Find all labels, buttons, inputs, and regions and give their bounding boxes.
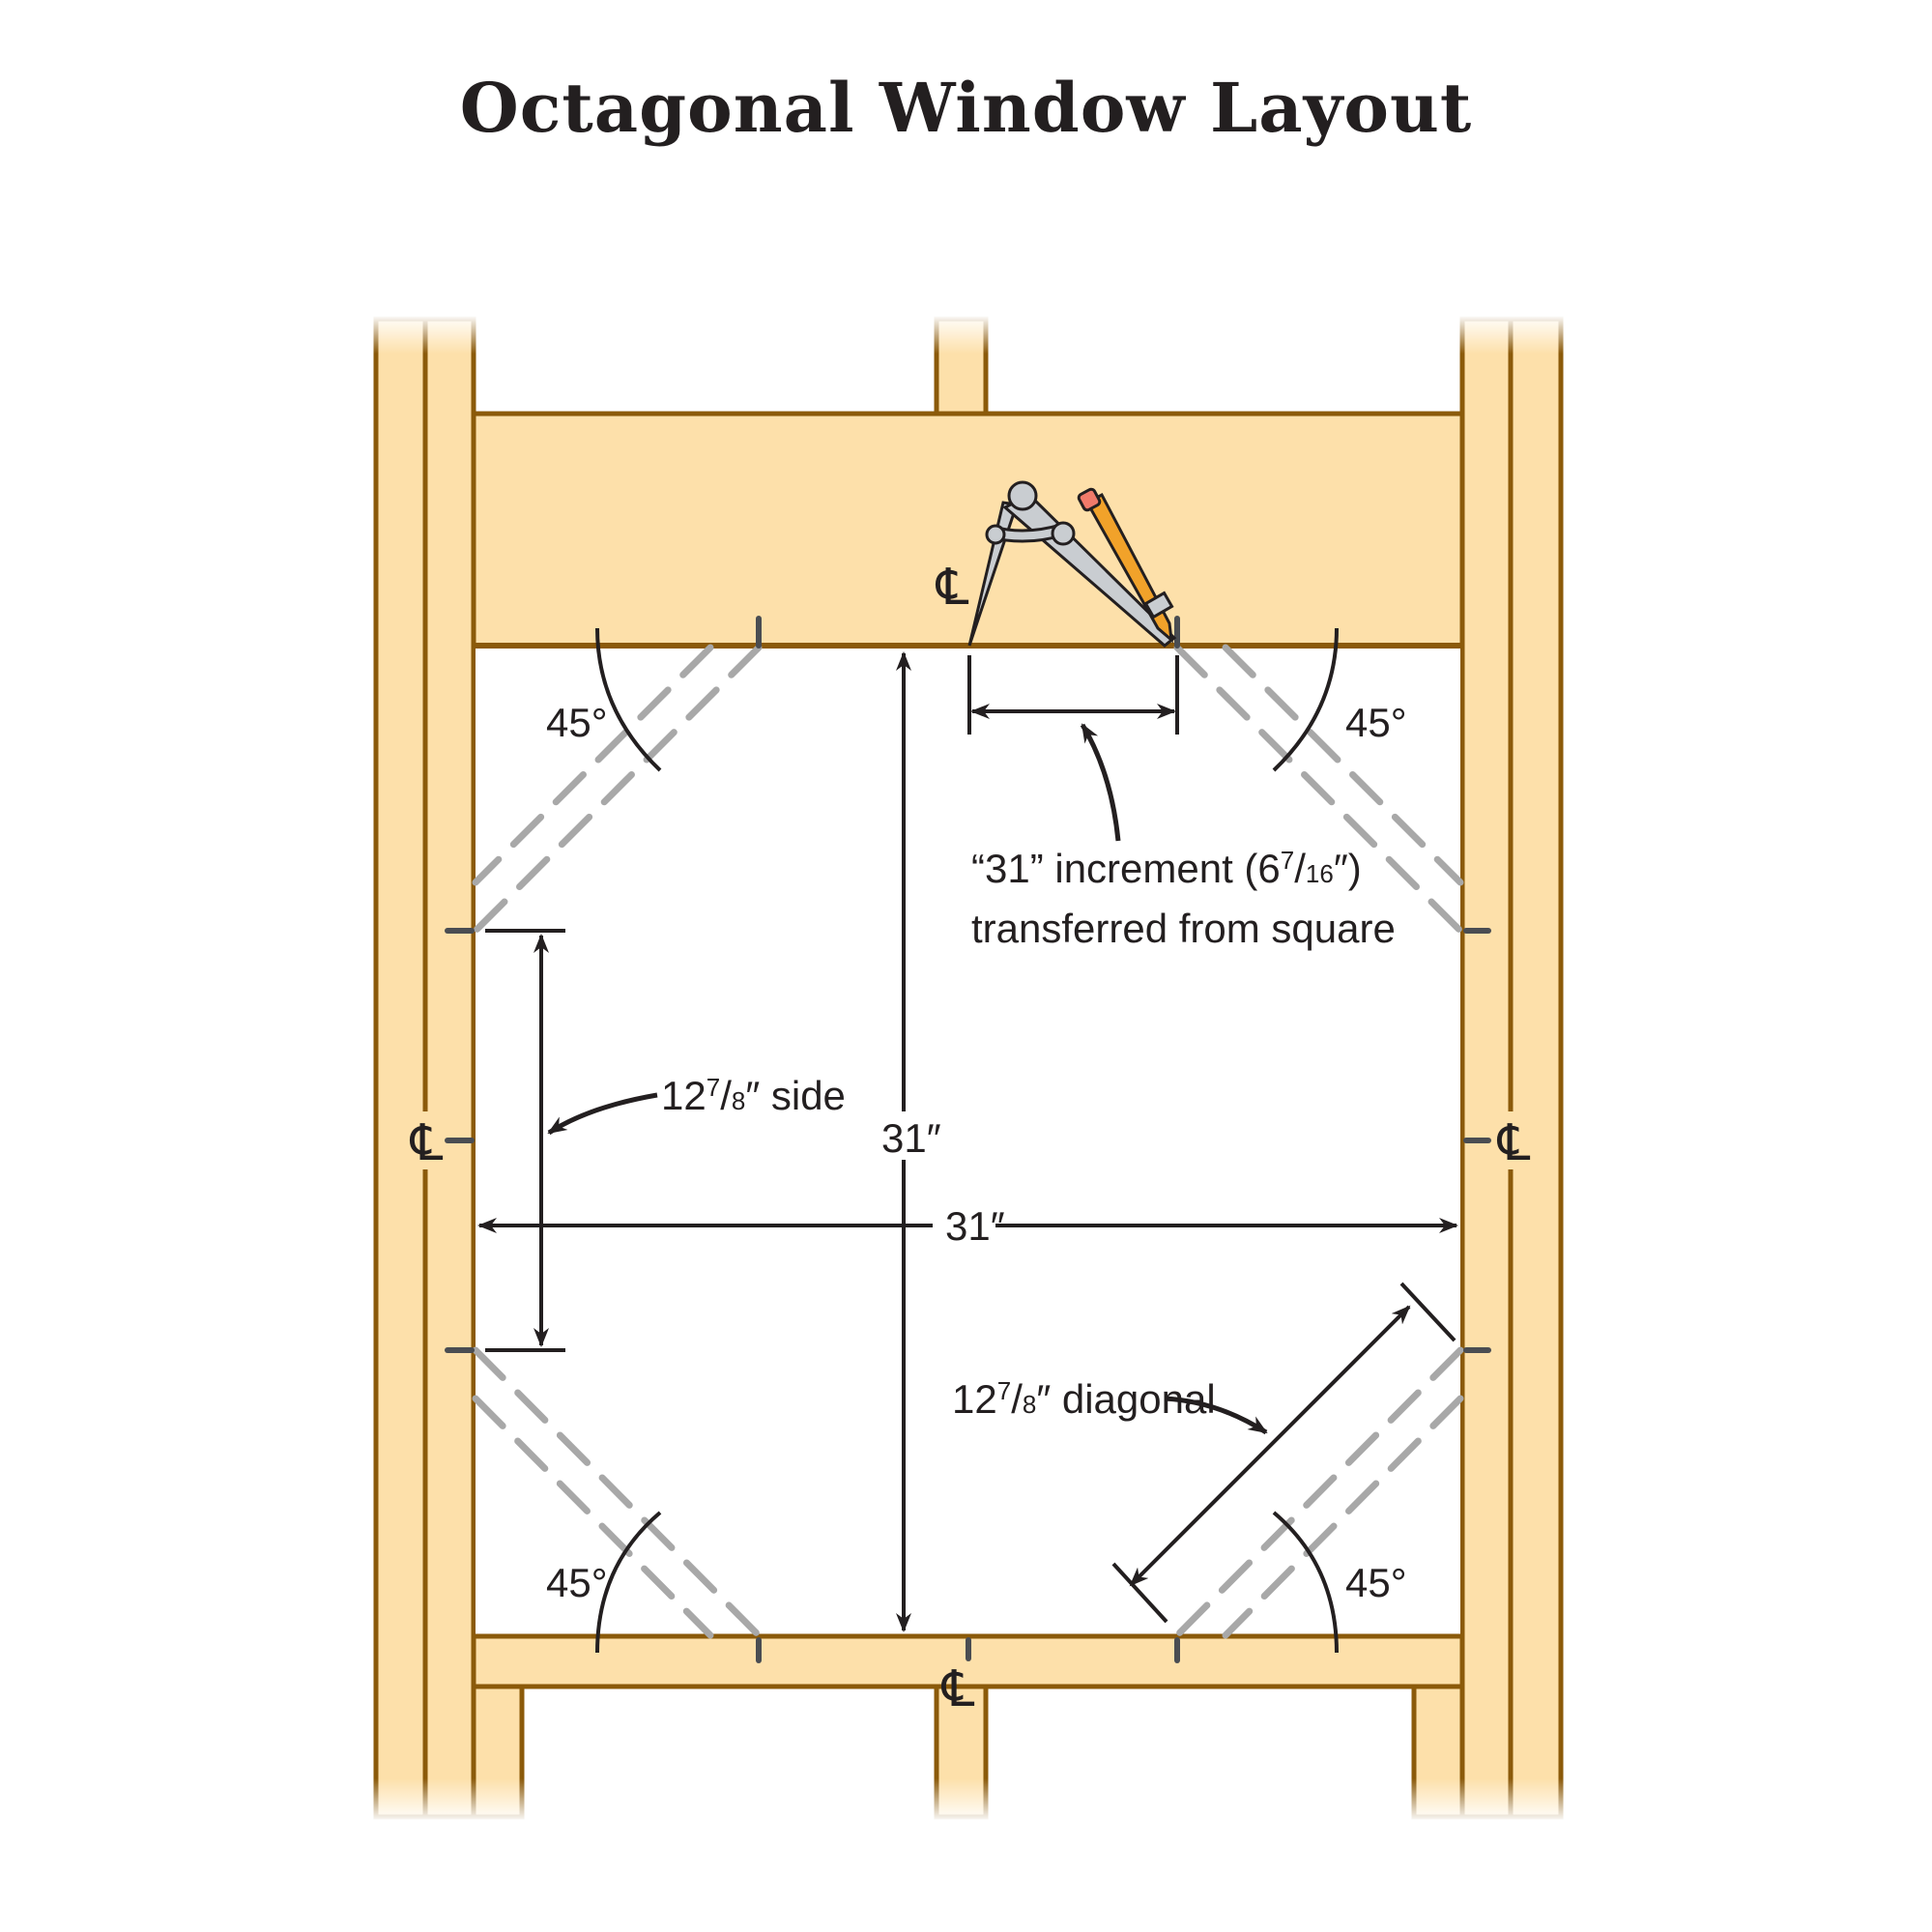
left-king-stud xyxy=(373,316,476,1820)
height-dimension-label: 31″ xyxy=(881,1115,941,1161)
pencil-icon xyxy=(1077,487,1174,644)
increment-label-line1: “31” increment (67/16″) xyxy=(971,846,1362,891)
width-dimension-label: 31″ xyxy=(945,1203,1005,1249)
dashed-cut-guides xyxy=(472,644,1464,1639)
right-king-stud xyxy=(1459,316,1564,1820)
centerline-icon: ℄ xyxy=(935,559,969,617)
increment-label-line2: transferred from square xyxy=(971,906,1396,951)
dimension-lines xyxy=(477,651,1458,1632)
centerline-icon: ℄ xyxy=(409,1114,444,1172)
labels: 45° 45° 45° 45° “31” increment (67/16″) … xyxy=(409,559,1531,1718)
side-length-label: 127/8″ side xyxy=(661,1073,846,1118)
angle-label-top-right: 45° xyxy=(1345,700,1407,745)
rough-opening xyxy=(476,648,1460,1635)
angle-label-top-left: 45° xyxy=(546,700,608,745)
centerline-icon: ℄ xyxy=(1496,1114,1531,1172)
compass-icon xyxy=(967,480,1177,648)
layout-marks xyxy=(445,616,1491,1663)
diagonal-length-label: 127/8″ diagonal xyxy=(952,1376,1216,1422)
angle-label-bottom-right: 45° xyxy=(1345,1560,1407,1605)
diagram-title: Octagonal Window Layout xyxy=(459,68,1473,148)
angle-label-bottom-left: 45° xyxy=(546,1560,608,1605)
centerline-icon: ℄ xyxy=(940,1660,975,1718)
